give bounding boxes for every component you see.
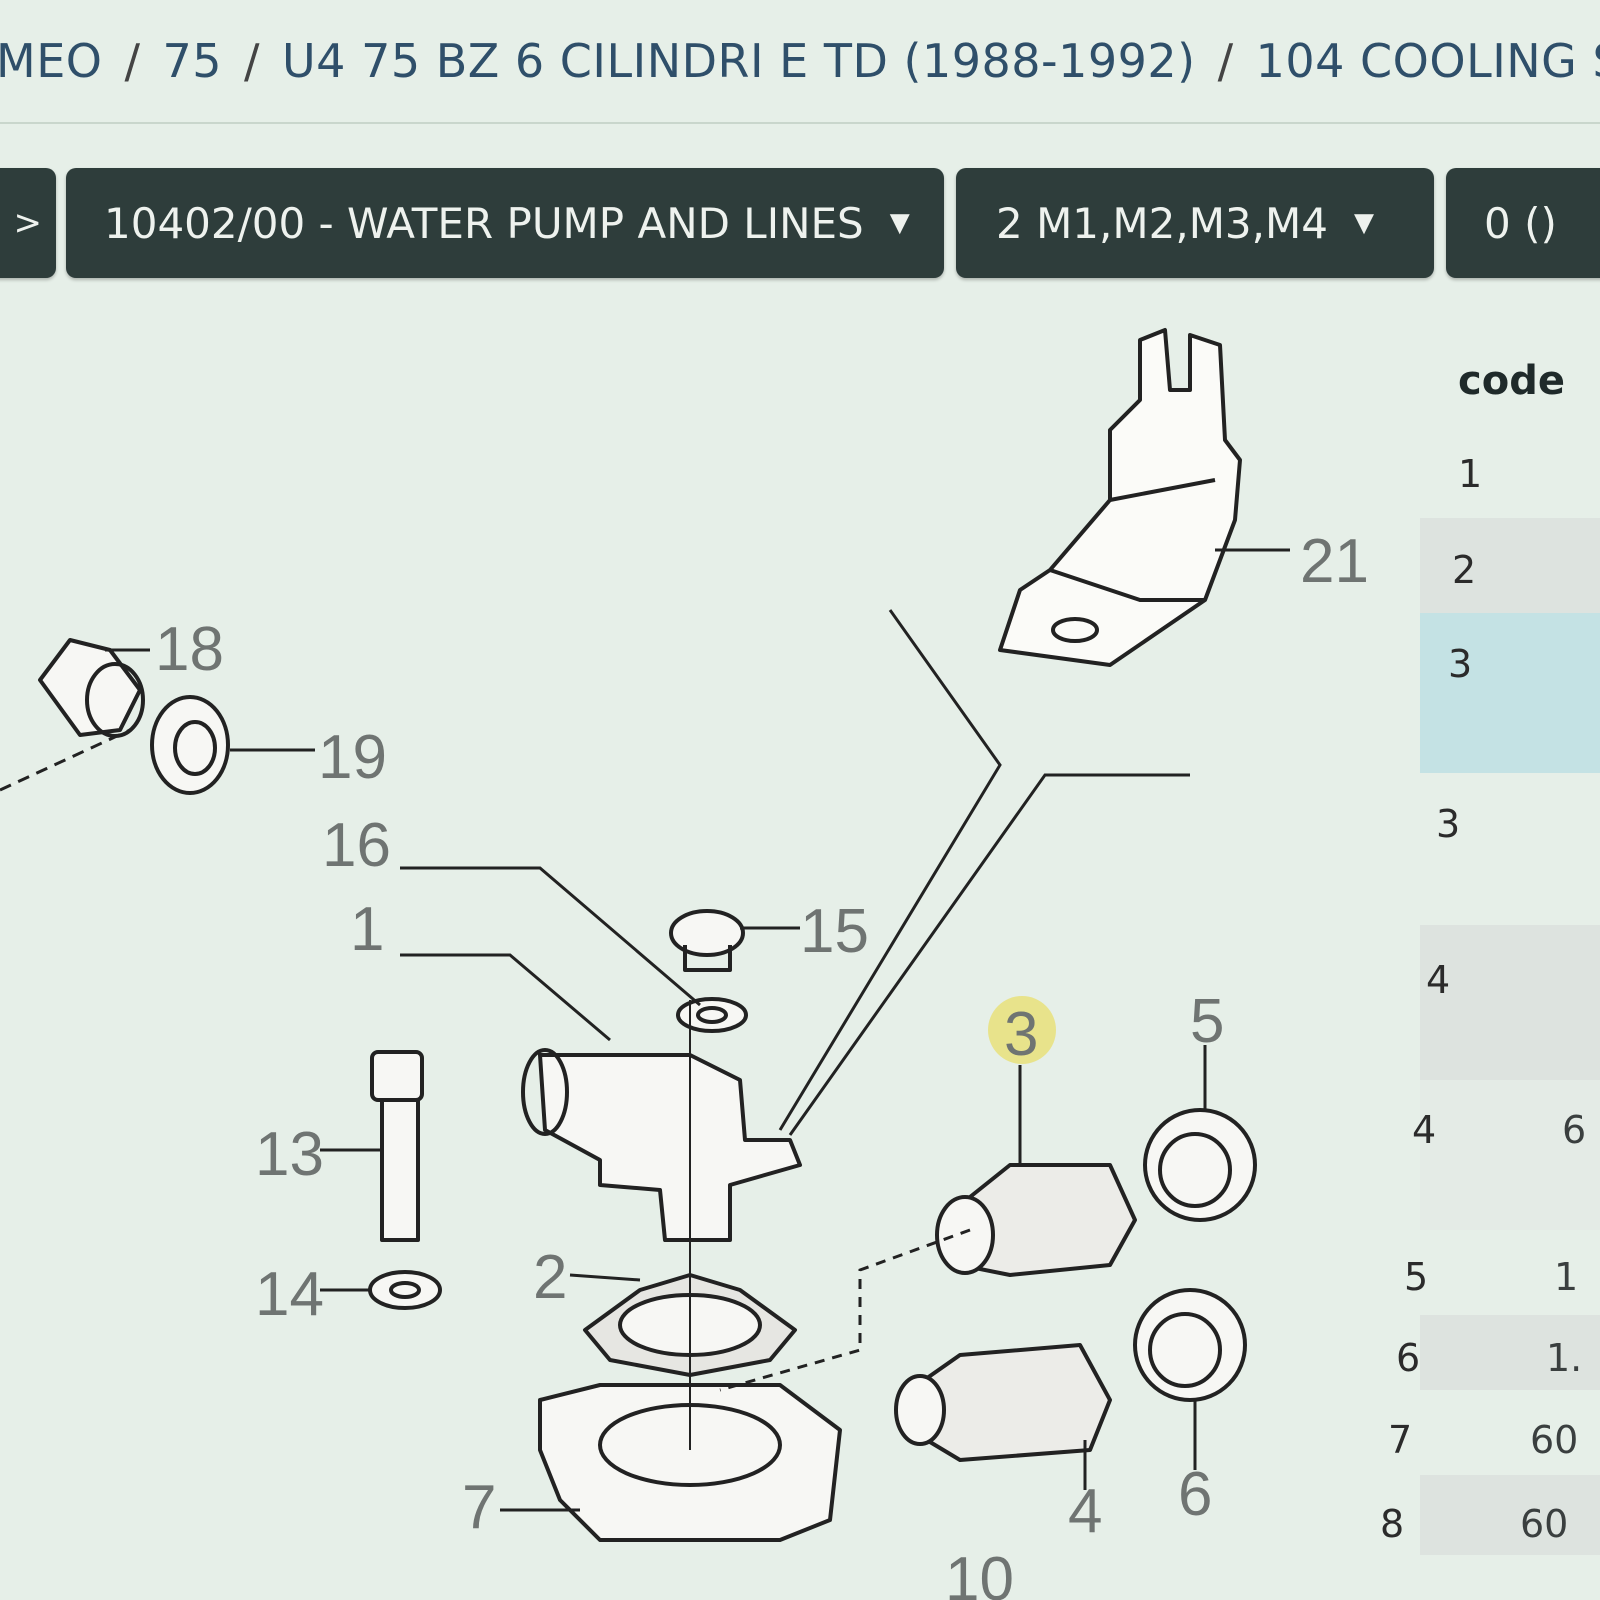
- row-background: [1420, 1315, 1600, 1390]
- breadcrumb-item-brand[interactable]: MEO: [0, 34, 103, 88]
- row-value: 1.: [1546, 1336, 1583, 1380]
- callout-6[interactable]: 6: [1178, 1460, 1212, 1529]
- row-number: 2: [1452, 548, 1477, 592]
- breadcrumb-separator: /: [124, 34, 141, 88]
- row-background: [1420, 925, 1600, 1080]
- row-number: 6: [1396, 1336, 1421, 1380]
- exploded-parts-diagram: 21 18 19 16 15 1 3 5 13 14 2 7 4 6 10: [0, 328, 1369, 1600]
- previous-button[interactable]: >: [0, 168, 56, 278]
- variant-dropdown-label: 2 M1,M2,M3,M4: [996, 198, 1328, 248]
- callout-16[interactable]: 16: [322, 811, 391, 880]
- callout-18[interactable]: 18: [155, 615, 224, 684]
- breadcrumb-item-model[interactable]: 75: [162, 34, 223, 88]
- breadcrumb-separator: /: [244, 34, 261, 88]
- prev-label: >: [13, 203, 43, 243]
- breadcrumb-item-group[interactable]: 104 COOLING SYSTE: [1255, 34, 1600, 88]
- breadcrumb-divider: [0, 122, 1600, 124]
- row-background: [1420, 1080, 1600, 1230]
- row-selected-background: [1420, 613, 1600, 773]
- callout-7[interactable]: 7: [462, 1473, 496, 1542]
- row-value: 60: [1520, 1502, 1569, 1546]
- callout-10[interactable]: 10: [945, 1545, 1014, 1600]
- callout-15[interactable]: 15: [800, 897, 869, 966]
- row-value: 6: [1562, 1108, 1587, 1152]
- subgroup-dropdown-label: 10402/00 - WATER PUMP AND LINES: [104, 198, 864, 248]
- column-header-code[interactable]: code: [1458, 358, 1565, 404]
- highlighted-callout-marker: [988, 996, 1056, 1064]
- callout-4[interactable]: 4: [1068, 1477, 1102, 1546]
- row-number: 3: [1448, 642, 1473, 686]
- caret-down-icon: ▼: [1353, 208, 1374, 238]
- row-value: 60: [1530, 1418, 1579, 1462]
- extra-dropdown-label: 0 (): [1484, 198, 1557, 248]
- subgroup-dropdown[interactable]: 10402/00 - WATER PUMP AND LINES ▼: [66, 168, 944, 278]
- extra-dropdown[interactable]: 0 (): [1446, 168, 1600, 278]
- callout-2[interactable]: 2: [533, 1243, 567, 1312]
- row-number: 8: [1380, 1502, 1405, 1546]
- breadcrumb-item-version[interactable]: U4 75 BZ 6 CILINDRI E TD (1988-1992): [282, 34, 1196, 88]
- callout-21[interactable]: 21: [1300, 527, 1369, 596]
- row-background: [1420, 518, 1600, 613]
- row-number: 1: [1458, 452, 1483, 496]
- parts-table: code 1 2 3 3 4 4 6 5 1 6: [1380, 330, 1600, 1600]
- row-number: 4: [1412, 1108, 1437, 1152]
- row-value: 1: [1554, 1255, 1579, 1299]
- callout-1[interactable]: 1: [350, 895, 384, 964]
- breadcrumb: MEO / 75 / U4 75 BZ 6 CILINDRI E TD (198…: [0, 26, 1600, 96]
- callout-14[interactable]: 14: [255, 1260, 324, 1329]
- caret-down-icon: ▼: [889, 208, 910, 238]
- row-number: 7: [1388, 1418, 1413, 1462]
- callout-19[interactable]: 19: [318, 723, 387, 792]
- row-number: 3: [1436, 802, 1461, 846]
- callout-3[interactable]: 3: [1004, 1000, 1038, 1069]
- variant-dropdown[interactable]: 2 M1,M2,M3,M4 ▼: [956, 168, 1434, 278]
- callout-5[interactable]: 5: [1190, 987, 1224, 1056]
- row-number: 5: [1404, 1255, 1429, 1299]
- callout-13[interactable]: 13: [255, 1120, 324, 1189]
- row-number: 4: [1426, 958, 1451, 1002]
- row-background: [1420, 1475, 1600, 1555]
- breadcrumb-separator: /: [1217, 34, 1234, 88]
